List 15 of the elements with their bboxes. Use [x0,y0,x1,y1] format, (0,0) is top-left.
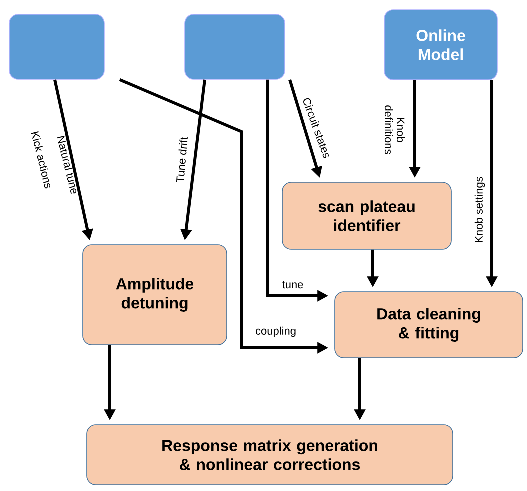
process-box: scan plateau identifier [282,182,452,250]
edge-label: Knob settings [474,177,486,242]
process-box: Amplitude detuning [82,244,228,346]
source-box: Online Model [384,10,498,80]
process-box: Response matrix generation & nonlinear corrections [86,424,454,486]
edge-label: coupling [256,326,296,338]
side-label: Kick actions [31,132,50,189]
edge-label: Natural tune [57,136,77,194]
edge-label: Circuit states [304,98,329,158]
edge-label: Knob definitions [384,106,406,154]
edge-label: Tune drift [176,137,188,182]
process-box: Data cleaning & fitting [334,292,524,358]
source-box [9,14,105,80]
source-box [184,14,286,80]
edge-label: tune [282,281,304,289]
